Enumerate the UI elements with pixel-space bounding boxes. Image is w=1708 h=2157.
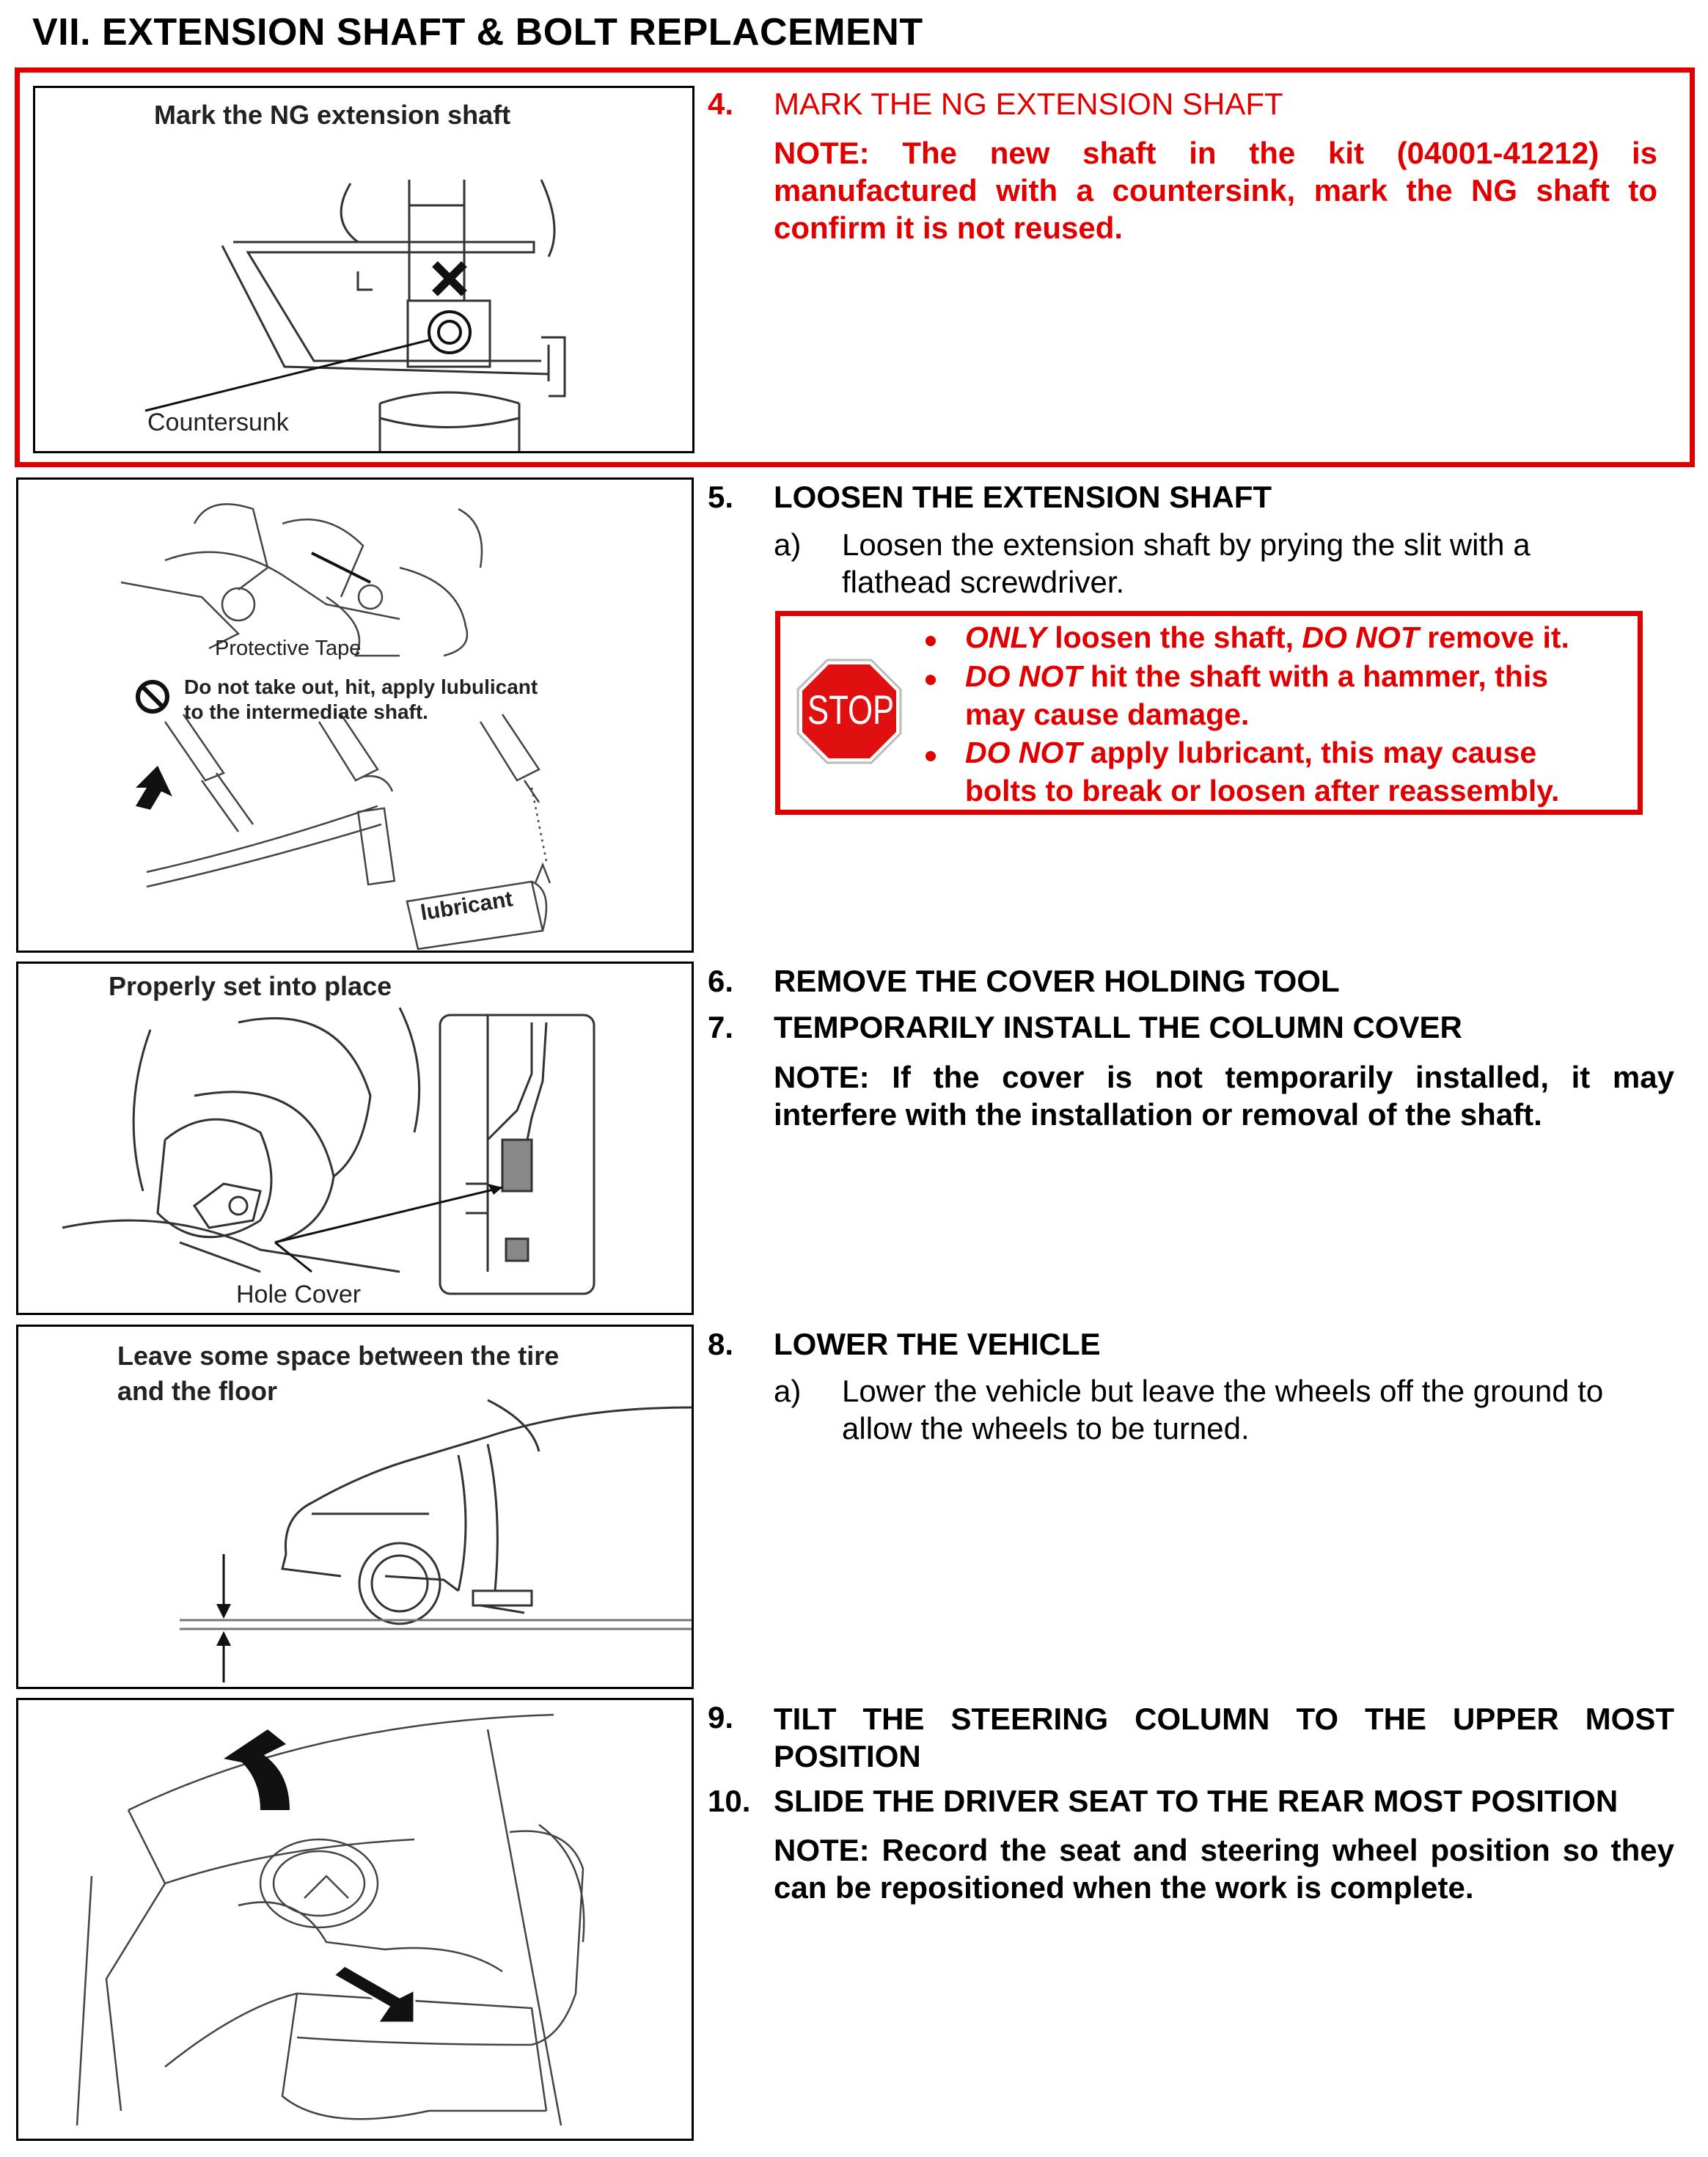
shaft-illustration xyxy=(144,179,566,451)
warning-text: loosen the shaft, xyxy=(1046,620,1302,654)
figure-title-line: and the floor xyxy=(117,1376,277,1406)
substep-line: Loosen the extension shaft by prying the… xyxy=(842,527,1531,562)
stop-sign-icon xyxy=(796,658,903,765)
figure-title-line: Leave some space between the tire xyxy=(117,1341,560,1371)
substep-line: allow the wheels to be turned. xyxy=(842,1411,1250,1446)
step-number: 7. xyxy=(708,1010,734,1044)
substep-line: flathead screwdriver. xyxy=(842,565,1125,599)
note-line: NOTE: Record the seat and steering wheel… xyxy=(774,1833,1674,1867)
step-title: MARK THE NG EXTENSION SHAFT xyxy=(774,87,1283,121)
protective-tape-label: Protective Tape xyxy=(215,637,362,660)
step-number: 5. xyxy=(708,480,734,514)
figure-lower-vehicle: Leave some space between the tire and th… xyxy=(16,1325,694,1689)
prohibited-icon xyxy=(134,678,171,715)
step-note: NOTE: If the cover is not temporarily in… xyxy=(774,1058,1674,1133)
cover-illustration xyxy=(62,1007,595,1295)
note-line: interfere with the installation or remov… xyxy=(774,1097,1542,1132)
stop-sign-text: STOP xyxy=(807,686,895,733)
step-title: TILT THE STEERING COLUMN TO THE UPPER MO… xyxy=(774,1700,1674,1775)
note-line: can be repositioned when the work is com… xyxy=(774,1870,1474,1905)
bullet xyxy=(926,636,936,646)
emphasis: DO NOT xyxy=(965,659,1082,693)
substep-line: Lower the vehicle but leave the wheels o… xyxy=(842,1374,1604,1408)
figure-loosen-shaft: Protective Tape Do not take out, hit, ap… xyxy=(16,477,694,953)
interior-illustration xyxy=(76,1713,585,2126)
step-note: NOTE: Record the seat and steering wheel… xyxy=(774,1831,1674,1906)
substep-text: Loosen the extension shaft by prying the… xyxy=(842,526,1656,601)
step-number: 9. xyxy=(708,1700,734,1735)
step-title: TEMPORARILY INSTALL THE COLUMN COVER xyxy=(774,1010,1462,1044)
rear-arrow-icon xyxy=(331,1964,416,2024)
step-number: 8. xyxy=(708,1327,734,1361)
emphasis: ONLY xyxy=(965,620,1047,654)
bullet xyxy=(926,675,936,685)
warning-line-3: DO NOT apply lubricant, this may cause b… xyxy=(965,733,1559,810)
step-number: 4. xyxy=(708,87,734,121)
figure-title: Properly set into place xyxy=(109,971,392,1001)
figure-steering-seat xyxy=(16,1698,694,2141)
warning-line: DO NOT apply lubricant, this may cause xyxy=(965,733,1559,772)
substep-label: a) xyxy=(774,1374,802,1408)
warning-line: DO NOT hit the shaft with a hammer, this xyxy=(965,657,1548,695)
substep-label: a) xyxy=(774,527,802,562)
substep-text: Lower the vehicle but leave the wheels o… xyxy=(842,1372,1678,1447)
page-title: VII. EXTENSION SHAFT & BOLT REPLACEMENT xyxy=(32,11,923,54)
note-line: NOTE: If the cover is not temporarily in… xyxy=(774,1060,1674,1094)
emphasis: DO NOT xyxy=(965,736,1082,769)
step-title: REMOVE THE COVER HOLDING TOOL xyxy=(774,964,1340,998)
note-line: confirm it is not reused. xyxy=(774,210,1124,245)
note-line: NOTE: The new shaft in the kit (04001-41… xyxy=(774,136,1657,170)
emphasis: DO NOT xyxy=(1302,620,1419,654)
step-number: 10. xyxy=(708,1784,751,1818)
figure-title: Leave some space between the tire and th… xyxy=(117,1338,559,1409)
figure-mark-shaft: Mark the NG extension shaft xyxy=(33,86,694,453)
caution-line: to the intermediate shaft. xyxy=(184,700,428,723)
step-title-line: POSITION xyxy=(774,1739,921,1773)
caution-text: Do not take out, hit, apply lubulicant t… xyxy=(184,675,538,725)
step-number: 6. xyxy=(708,964,734,998)
warning-line: may cause damage. xyxy=(965,697,1250,731)
step-title: LOWER THE VEHICLE xyxy=(774,1327,1101,1361)
warning-text: apply lubricant, this may cause xyxy=(1082,736,1537,769)
step-title: LOOSEN THE EXTENSION SHAFT xyxy=(774,480,1272,514)
figure-cover: Properly set into place Hole C xyxy=(16,962,694,1315)
loosen-illustration xyxy=(120,503,551,951)
up-arrow-icon xyxy=(224,1729,290,1810)
step-4-highlight-box xyxy=(15,67,1695,467)
step-note: NOTE: The new shaft in the kit (04001-41… xyxy=(774,134,1657,246)
vehicle-illustration xyxy=(180,1399,692,1682)
countersunk-label: Countersunk xyxy=(147,409,289,436)
step-title: SLIDE THE DRIVER SEAT TO THE REAR MOST P… xyxy=(774,1784,1619,1818)
warning-text: remove it. xyxy=(1418,620,1569,654)
warning-text: hit the shaft with a hammer, this xyxy=(1082,659,1549,693)
bullet xyxy=(926,751,936,761)
warning-line-1: ONLY loosen the shaft, DO NOT remove it. xyxy=(965,618,1569,656)
note-line: manufactured with a countersink, mark th… xyxy=(774,173,1657,208)
warning-line: bolts to break or loosen after reassembl… xyxy=(965,774,1560,807)
x-mark-icon xyxy=(429,258,470,299)
warning-line-2: DO NOT hit the shaft with a hammer, this… xyxy=(965,657,1548,733)
warning-box xyxy=(775,611,1643,815)
hole-cover-label: Hole Cover xyxy=(236,1281,362,1308)
figure-title: Mark the NG extension shaft xyxy=(154,100,511,130)
caution-line: Do not take out, hit, apply lubulicant xyxy=(184,675,538,698)
step-title-line: TILT THE STEERING COLUMN TO THE UPPER MO… xyxy=(774,1702,1674,1736)
